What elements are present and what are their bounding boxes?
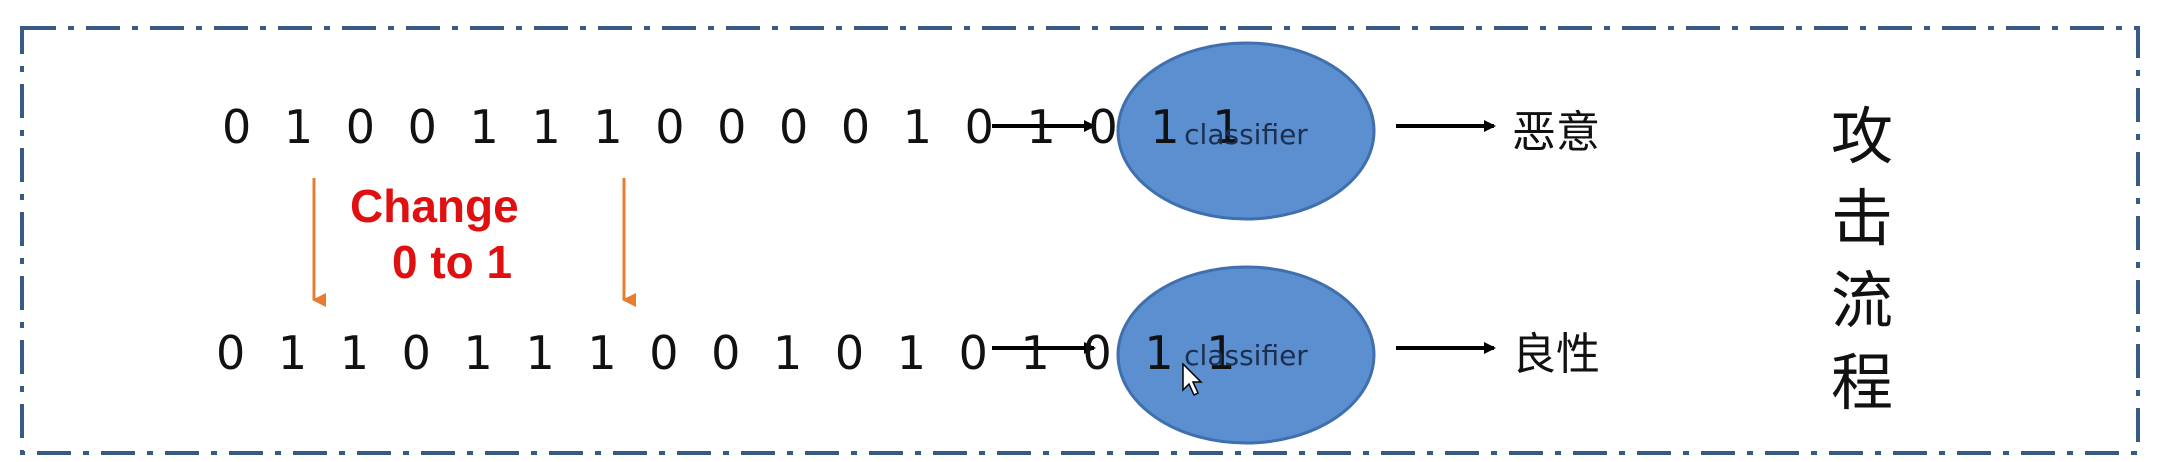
result-benign: 良性 xyxy=(1512,329,1600,380)
classifier-label-top: classifier xyxy=(1184,118,1308,151)
side-title-char: 击 xyxy=(1830,182,1893,255)
classifier-node-top xyxy=(1116,41,1376,221)
classifier-label-bottom: classifier xyxy=(1184,339,1308,372)
side-title-char: 攻 xyxy=(1830,100,1893,173)
classifier-node-bottom xyxy=(1116,265,1376,445)
bit-string-original: 0 1 0 0 1 1 1 0 0 0 0 1 0 1 0 1 1 xyxy=(222,100,1251,154)
result-malicious: 恶意 xyxy=(1512,107,1600,158)
dashed-frame xyxy=(20,26,2140,455)
bit-string-modified: 0 1 1 0 1 1 1 0 0 1 0 1 0 1 0 1 1 xyxy=(216,326,1245,380)
side-title-attack-flow: 攻 击 流 程 xyxy=(1822,96,1902,424)
side-title-char: 程 xyxy=(1830,346,1893,419)
change-annotation-line2: 0 to 1 xyxy=(392,236,513,288)
change-annotation-line1: Change xyxy=(350,180,519,232)
mouse-cursor-icon xyxy=(1182,362,1203,397)
side-title-char: 流 xyxy=(1830,264,1893,337)
